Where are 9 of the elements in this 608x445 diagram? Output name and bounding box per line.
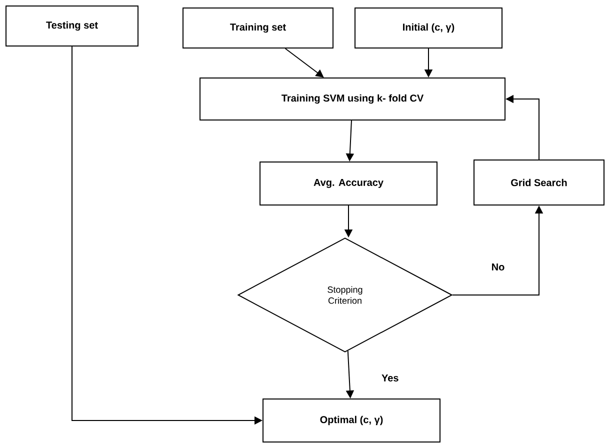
process-box: Avg. Accuracy [260, 162, 438, 206]
process-box: Optimal (c, γ) [262, 398, 440, 442]
process-box: Training set [182, 8, 334, 48]
process-box: Testing set [6, 6, 138, 46]
edge-label: No [490, 262, 506, 272]
process-box: Grid Search [474, 160, 604, 206]
process-box: Initial (c, γ) [354, 8, 502, 48]
edge-label: Yes [380, 374, 400, 382]
process-box: Training SVM using k- fold CV [200, 78, 506, 120]
